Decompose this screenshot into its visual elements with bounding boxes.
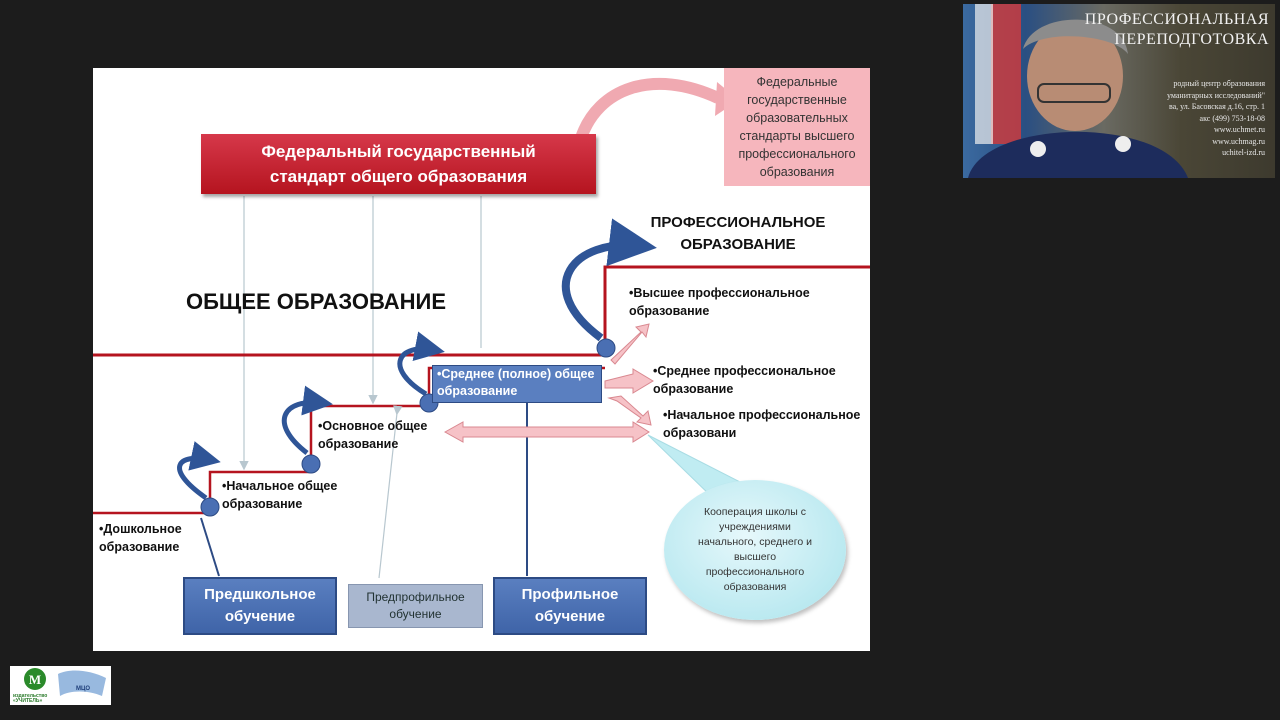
info-line: www.uchmet.ru [1213, 125, 1265, 134]
info-line: uchitel-izd.ru [1222, 148, 1265, 157]
preprofile-label: Предпрофильное обучение [366, 590, 465, 621]
info-line: родный центр образования [1173, 79, 1265, 88]
publisher-logo: М издательство «УЧИТЕЛЬ» МЦО [10, 666, 111, 705]
logo-badge: МЦО [76, 686, 91, 692]
professional-education-title: ПРОФЕССИОНАЛЬНОЕ ОБРАЗОВАНИЕ [650, 214, 826, 253]
federal-higher-box: Федеральные государственные образователь… [724, 68, 870, 186]
secondary-label: •Среднее (полное) общее образование [437, 367, 595, 398]
info-line: уманитарных исследований" [1166, 90, 1265, 100]
general-education-title: ОБЩЕЕ ОБРАЗОВАНИЕ [186, 289, 447, 314]
basic-label: •Основное общее образование [318, 419, 428, 451]
cooperation-label: Кооперация школы с учреждениями начально… [698, 506, 812, 593]
speaker-silhouette [968, 4, 1188, 178]
profile-label: Профильное обучение [521, 586, 619, 625]
video-banner: ПРОФЕССИОНАЛЬНАЯ ПЕРЕПОДГОТОВКА [1085, 10, 1269, 50]
info-line: ва, ул. Басовская д.16, стр. 1 [1168, 102, 1265, 111]
cooperation-callout: Кооперация школы с учреждениями начально… [664, 480, 846, 620]
banner-line-2: ПЕРЕПОДГОТОВКА [1114, 31, 1269, 48]
higher-prof-label: •Высшее профессиональное образование [629, 286, 810, 318]
diagram-lines [93, 78, 870, 579]
federal-standard-label: Федеральный государственный стандарт общ… [261, 142, 536, 186]
profile-box: Профильное обучение [493, 577, 647, 635]
presentation-slide: Федеральный государственный стандарт общ… [93, 68, 870, 651]
preprofile-box: Предпрофильное обучение [348, 584, 483, 628]
speaker-video: ПРОФЕССИОНАЛЬНАЯ ПЕРЕПОДГОТОВКА родный ц… [963, 4, 1275, 178]
logo-graphic: М [24, 668, 106, 696]
preschool-training-box: Предшкольное обучение [183, 577, 337, 635]
logo-label: издательство «УЧИТЕЛЬ» [13, 693, 48, 704]
secondary-level-box: •Среднее (полное) общее образование [432, 365, 602, 403]
primary-label: •Начальное общее образование [222, 479, 338, 511]
preschool-label: •Дошкольное образование [99, 522, 182, 554]
federal-higher-label: Федеральные государственные образователь… [738, 75, 856, 179]
initial-prof-label: •Начальное профессиональное образовани [663, 408, 861, 440]
preschool-training-label: Предшкольное обучение [204, 586, 316, 625]
middle-prof-label: •Среднее профессиональное образование [653, 364, 836, 396]
info-line: www.uchmag.ru [1212, 136, 1265, 146]
banner-line-1: ПРОФЕССИОНАЛЬНАЯ [1084, 11, 1269, 28]
info-line: акс (499) 753-18-08 [1199, 113, 1265, 123]
svg-text:М: М [29, 672, 41, 687]
video-info: родный центр образования уманитарных исс… [1167, 78, 1265, 159]
federal-standard-box: Федеральный государственный стандарт общ… [201, 134, 596, 194]
